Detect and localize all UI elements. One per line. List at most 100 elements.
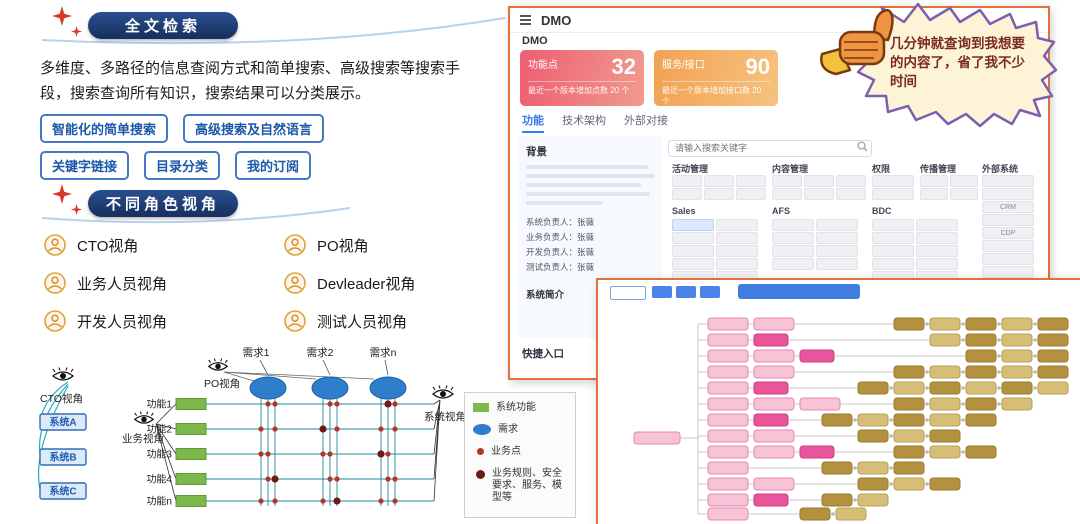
module-chip[interactable] [736,175,766,187]
tab-architecture[interactable]: 技术架构 [562,115,606,127]
flow-node[interactable] [753,333,789,347]
flow-node[interactable] [857,381,889,395]
module-chip[interactable] [950,175,978,187]
flow-node[interactable] [893,397,925,411]
module-chip[interactable] [704,188,734,200]
flow-node[interactable] [965,381,997,395]
module-chip[interactable] [772,232,814,244]
flow-node[interactable] [707,507,749,521]
flow-node[interactable] [929,413,961,427]
flow-node[interactable] [1037,349,1069,363]
module-chip[interactable] [772,219,814,231]
flow-node[interactable] [857,493,889,507]
module-chip[interactable] [916,245,958,257]
module-chip[interactable] [982,175,1034,187]
flow-node[interactable] [1001,397,1033,411]
module-chip[interactable] [916,258,958,270]
module-chip[interactable] [920,188,948,200]
flow-node[interactable] [1001,333,1033,347]
module-chip[interactable] [872,175,914,187]
flow-node[interactable] [857,429,889,443]
module-chip[interactable]: CRM [982,201,1034,213]
flow-node[interactable] [857,413,889,427]
flow-node[interactable] [965,397,997,411]
module-chip[interactable] [920,175,948,187]
flow-node[interactable] [1037,317,1069,331]
flow-node[interactable] [1001,365,1033,379]
flow-node[interactable] [753,477,795,491]
flow-node[interactable] [821,493,853,507]
module-chip[interactable] [872,245,914,257]
flow-node[interactable] [1037,381,1069,395]
flow-node[interactable] [893,381,925,395]
flow-node[interactable] [929,429,961,443]
flow-node[interactable] [893,365,925,379]
module-chip[interactable] [672,232,714,244]
system-intro-link[interactable]: 系统简介 [526,290,565,301]
flow-node[interactable] [965,413,997,427]
flow-node[interactable] [893,477,925,491]
flow-node[interactable] [893,429,925,443]
flow-node[interactable] [799,445,835,459]
module-chip[interactable] [872,232,914,244]
flow-node[interactable] [753,317,795,331]
module-chip[interactable] [736,188,766,200]
flow-node[interactable] [753,381,789,395]
flow-node[interactable] [707,381,749,395]
module-chip[interactable] [804,175,834,187]
module-chip[interactable] [872,188,914,200]
module-chip[interactable] [716,219,758,231]
flow-node[interactable] [707,333,749,347]
flow-node[interactable] [835,507,867,521]
flow-node[interactable] [1001,381,1033,395]
flow-node[interactable] [857,461,889,475]
flow-node[interactable] [753,445,795,459]
flow-node[interactable] [753,493,789,507]
module-chip[interactable] [916,232,958,244]
module-chip[interactable] [772,175,802,187]
flow-node[interactable] [893,461,925,475]
flow-node[interactable] [707,429,749,443]
module-chip[interactable] [982,266,1034,278]
flow-node[interactable] [929,477,961,491]
file-menu-button[interactable] [610,286,646,300]
module-chip[interactable] [672,258,714,270]
module-chip[interactable] [672,175,702,187]
flow-node[interactable] [753,429,795,443]
module-chip[interactable] [872,219,914,231]
module-chip[interactable] [836,188,866,200]
toolbar-button[interactable] [676,286,696,298]
flow-node[interactable] [893,413,925,427]
flow-node[interactable] [753,365,795,379]
flow-node[interactable] [707,397,749,411]
flow-node[interactable] [965,333,997,347]
flow-node[interactable] [707,493,749,507]
flow-node[interactable] [707,317,749,331]
module-chip[interactable] [982,240,1034,252]
flow-node[interactable] [929,365,961,379]
tab-function[interactable]: 功能 [522,112,544,133]
flow-node[interactable] [893,317,925,331]
flow-node[interactable] [799,507,831,521]
flow-node[interactable] [965,349,997,363]
tab-external[interactable]: 外部对接 [624,115,668,127]
module-chip[interactable] [982,253,1034,265]
module-chip[interactable] [872,258,914,270]
flow-node[interactable] [1001,317,1033,331]
flow-node[interactable] [707,413,749,427]
module-chip[interactable] [916,219,958,231]
module-chip[interactable] [704,175,734,187]
flow-node[interactable] [707,349,749,363]
flow-node[interactable] [633,431,681,445]
module-chip[interactable] [816,258,858,270]
flow-node[interactable] [965,317,997,331]
flow-node[interactable] [965,365,997,379]
module-chip[interactable] [772,188,802,200]
module-chip[interactable] [982,214,1034,226]
flow-node[interactable] [929,333,961,347]
module-chip[interactable] [950,188,978,200]
flow-node[interactable] [799,397,841,411]
module-chip[interactable] [816,219,858,231]
flow-node[interactable] [929,381,961,395]
module-chip[interactable] [672,188,702,200]
